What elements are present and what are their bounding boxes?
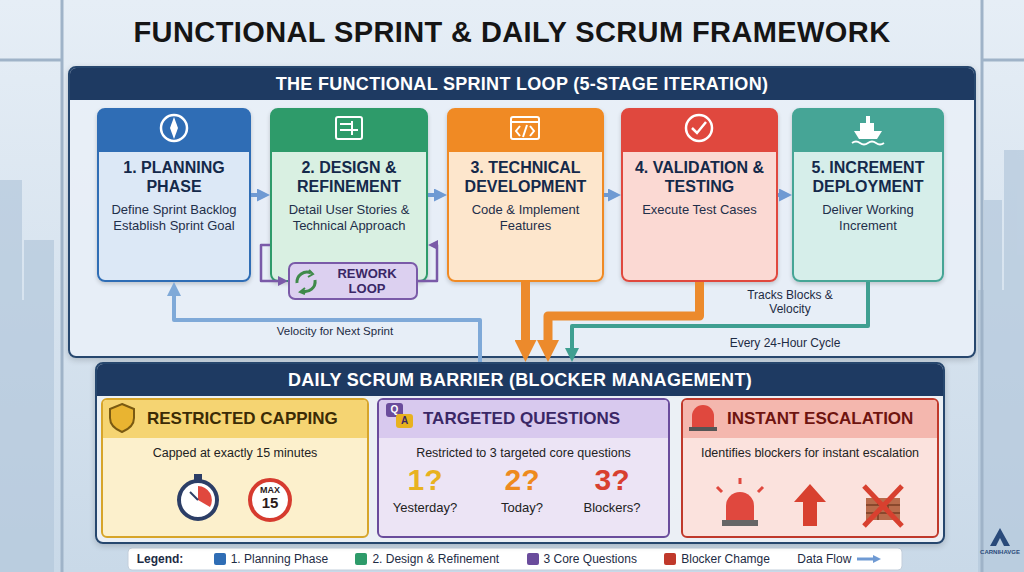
legend-text: 1. Planning Phase bbox=[231, 552, 328, 566]
legend-item: Data Flow bbox=[797, 552, 882, 566]
node-content: REWORK LOOP bbox=[290, 264, 416, 298]
flow-arrow bbox=[428, 193, 438, 197]
legend-text: Data Flow bbox=[797, 552, 851, 566]
rework-label: REWORK LOOP bbox=[322, 266, 412, 296]
panel-heading: DAILY SCRUM BARRIER (BLOCKER MANAGEMENT) bbox=[288, 370, 752, 391]
box-title: RESTRICTED CAPPING bbox=[103, 400, 367, 438]
legend-swatch bbox=[527, 553, 539, 565]
flow-arrow bbox=[521, 282, 530, 347]
watermark: CARNIHAVGE bbox=[980, 549, 1020, 556]
node-content: 5. INCREMENT DEPLOYMENT Deliver Working I… bbox=[799, 158, 937, 234]
node-content: 1. PLANNING PHASE Define Sprint Backlog E… bbox=[104, 158, 244, 234]
box-description: Identifies blockers for instant escalati… bbox=[683, 438, 937, 461]
logo-mark bbox=[990, 528, 1010, 546]
stage-box: 2. DESIGN & REFINEMENT Detail User Storie… bbox=[270, 108, 428, 282]
box-title: 5. INCREMENT DEPLOYMENT bbox=[799, 158, 937, 196]
qa-bubbles bbox=[386, 403, 413, 428]
recycle-icon bbox=[297, 270, 315, 294]
practice-box: TARGETED QUESTIONSRestricted to 3 target… bbox=[377, 398, 670, 538]
legend: 1. Planning Phase 2. Design & Refinement 3… bbox=[200, 550, 896, 568]
shield-icon bbox=[110, 404, 134, 432]
panel-heading: THE FUNCTIONAL SPRINT LOOP (5-STAGE ITER… bbox=[276, 74, 768, 95]
ship-icon bbox=[852, 116, 884, 145]
check-icon bbox=[686, 115, 712, 141]
box-title: 3. TECHNICAL DEVELOPMENT bbox=[454, 158, 597, 196]
box-description: Execute Test Cases bbox=[642, 202, 757, 218]
legend-item: 3 Core Questions bbox=[527, 552, 637, 566]
stopwatch-icon bbox=[179, 474, 217, 519]
max-badge bbox=[250, 480, 290, 520]
node-content: RESTRICTED CAPPINGCapped at exactly 15 m… bbox=[103, 400, 367, 461]
legend-swatch bbox=[214, 553, 226, 565]
compass-icon bbox=[161, 115, 187, 141]
box-title: 4. VALIDATION & TESTING bbox=[628, 158, 771, 196]
legend-swatch bbox=[664, 553, 676, 565]
code-icon bbox=[511, 117, 539, 139]
legend-heading: Legend: bbox=[137, 552, 184, 566]
box-title: 2. DESIGN & REFINEMENT bbox=[277, 158, 421, 196]
box-title: TARGETED QUESTIONS bbox=[379, 400, 668, 438]
legend-item: 1. Planning Phase bbox=[214, 552, 328, 566]
box-description: Code & Implement Features bbox=[454, 202, 597, 234]
diagram-title: FUNCTIONAL SPRINT & DAILY SCRUM FRAMEWOR… bbox=[0, 16, 1024, 49]
node-content: 3. TECHNICAL DEVELOPMENT Code & Implement… bbox=[454, 158, 597, 234]
legend-item: 2. Design & Refinement bbox=[355, 552, 499, 566]
stage-box: 3. TECHNICAL DEVELOPMENT Code & Implement… bbox=[447, 108, 604, 282]
practice-box: RESTRICTED CAPPINGCapped at exactly 15 m… bbox=[101, 398, 369, 538]
sprint-loop-panel: THE FUNCTIONAL SPRINT LOOP (5-STAGE ITER… bbox=[68, 66, 976, 358]
blueprint-icon bbox=[336, 117, 362, 139]
box-description: Define Sprint Backlog Establish Sprint G… bbox=[104, 202, 244, 234]
flow-arrow bbox=[174, 292, 480, 362]
node-content: DAILY SCRUM BARRIER (BLOCKER MANAGEMENT) bbox=[97, 364, 943, 396]
legend-panel bbox=[128, 548, 902, 570]
node-content: 4. VALIDATION & TESTING Execute Test Case… bbox=[628, 158, 771, 218]
escalate-arrow bbox=[794, 484, 826, 526]
practice-box: INSTANT ESCALATIONIdentifies blockers fo… bbox=[681, 398, 939, 538]
box-description: Capped at exactly 15 minutes bbox=[103, 438, 367, 461]
node-content: 2. DESIGN & REFINEMENT Detail User Storie… bbox=[277, 158, 421, 234]
flow-arrow bbox=[572, 282, 868, 352]
legend-text: 3 Core Questions bbox=[544, 552, 637, 566]
legend-arrow bbox=[856, 554, 882, 564]
flow-arrow bbox=[604, 193, 612, 197]
flow-arrow bbox=[548, 282, 700, 347]
box-title: INSTANT ESCALATION bbox=[683, 400, 937, 438]
flow-arrow bbox=[251, 193, 261, 197]
node-content: THE FUNCTIONAL SPRINT LOOP (5-STAGE ITER… bbox=[70, 68, 974, 100]
legend-text: Blocker Chamge bbox=[681, 552, 770, 566]
box-title: 1. PLANNING PHASE bbox=[104, 158, 244, 196]
siren-icon bbox=[689, 405, 717, 431]
stage-box: 4. VALIDATION & TESTING Execute Test Case… bbox=[621, 108, 778, 282]
stage-box: 5. INCREMENT DEPLOYMENT Deliver Working I… bbox=[792, 108, 944, 282]
legend-text: 2. Design & Refinement bbox=[372, 552, 499, 566]
flow-arrow bbox=[418, 245, 437, 281]
box-description: Deliver Working Increment bbox=[799, 202, 937, 234]
flow-arrow bbox=[778, 193, 783, 197]
node-content: TARGETED QUESTIONSRestricted to 3 target… bbox=[379, 400, 668, 461]
city-buildings bbox=[0, 150, 1024, 572]
flow-arrow bbox=[261, 245, 281, 281]
rework-box: REWORK LOOP bbox=[288, 262, 418, 300]
stage-box: 1. PLANNING PHASE Define Sprint Backlog E… bbox=[97, 108, 251, 282]
legend-swatch bbox=[355, 553, 367, 565]
daily-scrum-panel: DAILY SCRUM BARRIER (BLOCKER MANAGEMENT)… bbox=[95, 362, 945, 544]
box-description: Detail User Stories & Technical Approach bbox=[277, 202, 421, 234]
alarm-icon bbox=[717, 478, 763, 526]
box-description: Restricted to 3 targeted core questions bbox=[379, 438, 668, 461]
legend-item: Blocker Chamge bbox=[664, 552, 770, 566]
blocked-icon bbox=[864, 486, 902, 526]
node-content: INSTANT ESCALATIONIdentifies blockers fo… bbox=[683, 400, 937, 461]
